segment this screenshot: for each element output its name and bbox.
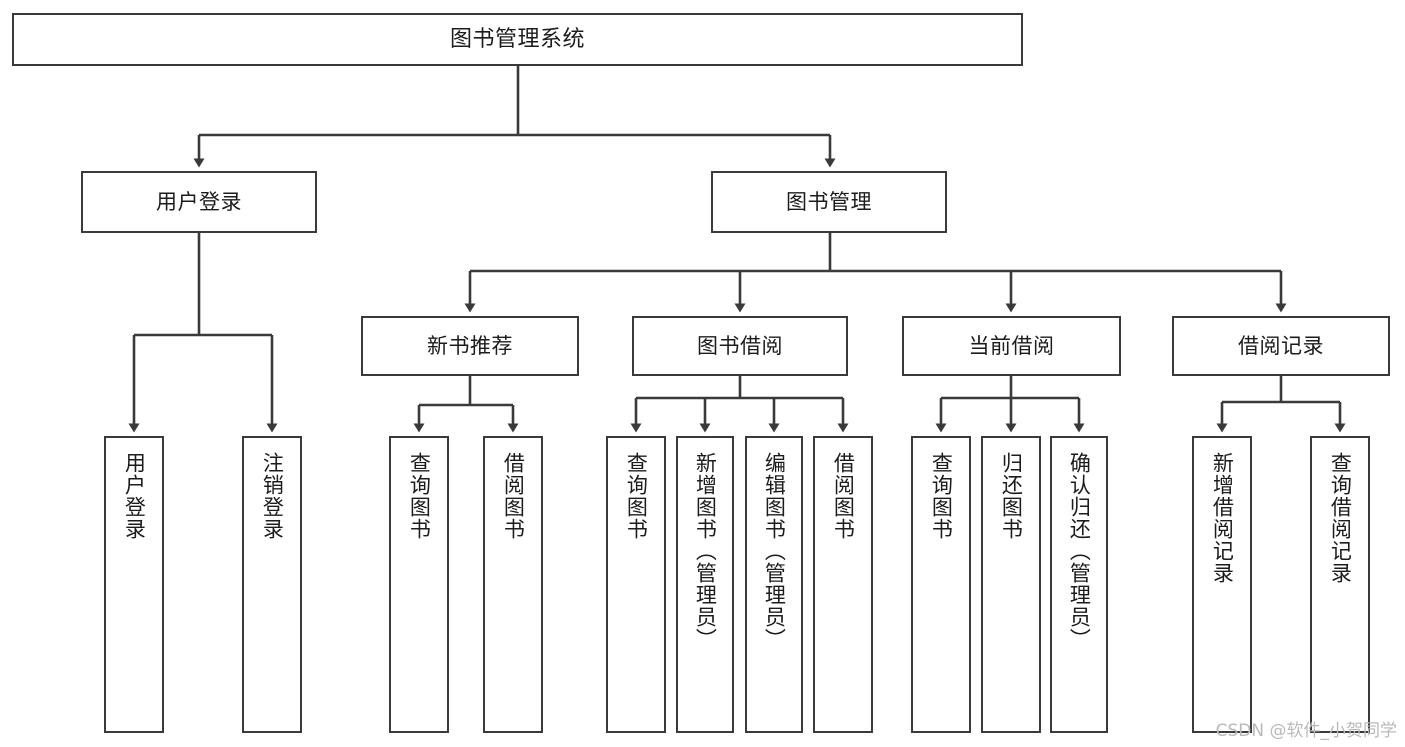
node-label: 新增借阅记录 <box>1210 452 1235 584</box>
node-label: 查询借阅记录 <box>1328 452 1353 584</box>
node-label: 借阅图书 <box>831 452 856 540</box>
leaf-logout[interactable]: 注销登录 <box>242 436 302 733</box>
node-label: 新增图书（管理员） <box>693 452 718 650</box>
node-label: 查询图书 <box>929 452 954 540</box>
leaf-query-book-recommend[interactable]: 查询图书 <box>389 436 449 733</box>
leaf-query-book-current[interactable]: 查询图书 <box>911 436 971 733</box>
node-borrow-record[interactable]: 借阅记录 <box>1172 316 1390 376</box>
node-label: 图书管理 <box>786 189 872 214</box>
leaf-query-book-borrow[interactable]: 查询图书 <box>606 436 666 733</box>
leaf-query-borrow-record[interactable]: 查询借阅记录 <box>1310 436 1370 733</box>
node-book-borrow[interactable]: 图书借阅 <box>632 316 848 376</box>
leaf-borrow-book[interactable]: 借阅图书 <box>813 436 873 733</box>
csdn-watermark: CSDN @软件_小贺同学 <box>1215 721 1397 741</box>
leaf-edit-book-admin[interactable]: 编辑图书（管理员） <box>745 436 803 733</box>
leaf-add-borrow-record[interactable]: 新增借阅记录 <box>1192 436 1252 733</box>
node-label: 编辑图书（管理员） <box>762 452 787 650</box>
leaf-user-login[interactable]: 用户登录 <box>104 436 164 733</box>
node-label: 用户登录 <box>122 452 147 540</box>
node-label: 注销登录 <box>260 452 285 540</box>
node-label: 确认归还（管理员） <box>1067 452 1092 650</box>
node-label: 查询图书 <box>407 452 432 540</box>
leaf-return-book[interactable]: 归还图书 <box>981 436 1041 733</box>
node-book-management[interactable]: 图书管理 <box>711 171 947 233</box>
node-label: 图书借阅 <box>697 333 783 358</box>
node-label: 当前借阅 <box>968 333 1055 358</box>
node-label: 用户登录 <box>156 189 242 214</box>
node-label: 借阅图书 <box>501 452 526 540</box>
node-label: 新书推荐 <box>427 333 513 358</box>
node-label: 图书管理系统 <box>449 26 585 52</box>
node-user-login[interactable]: 用户登录 <box>81 171 317 233</box>
leaf-borrow-book-recommend[interactable]: 借阅图书 <box>483 436 543 733</box>
node-label: 查询图书 <box>624 452 649 540</box>
node-label: 归还图书 <box>999 452 1024 540</box>
node-label: 借阅记录 <box>1238 333 1324 358</box>
node-root-system[interactable]: 图书管理系统 <box>12 13 1023 66</box>
node-new-book-recommend[interactable]: 新书推荐 <box>361 316 579 376</box>
node-current-borrow[interactable]: 当前借阅 <box>902 316 1121 376</box>
leaf-add-book-admin[interactable]: 新增图书（管理员） <box>676 436 734 733</box>
leaf-confirm-return-admin[interactable]: 确认归还（管理员） <box>1050 436 1108 733</box>
